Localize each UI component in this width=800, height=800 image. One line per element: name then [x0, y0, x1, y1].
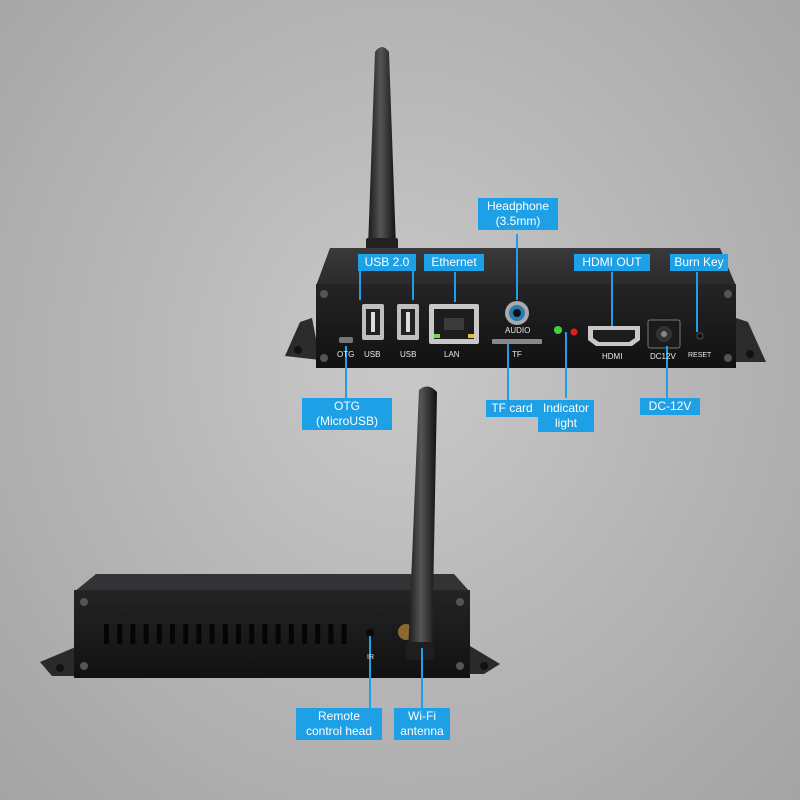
screw: [320, 290, 328, 298]
callout-remote-control-head: Remote control head: [296, 708, 382, 740]
vent-slot: [328, 624, 334, 644]
vent-slot: [170, 624, 175, 644]
vent-slot: [249, 624, 255, 644]
indicator-led-red: [570, 328, 578, 336]
callout-ethernet: Ethernet: [424, 254, 484, 271]
callout-leader-lines: [345, 234, 698, 708]
mount-flange-right: [730, 318, 766, 362]
vent-slot: [341, 624, 347, 644]
indicator-led-green: [554, 326, 562, 334]
port-label-hdmi: HDMI: [602, 352, 623, 361]
screw: [724, 290, 732, 298]
callout-headphone: Headphone (3.5mm): [478, 198, 558, 230]
vent-slot: [209, 624, 215, 644]
microusb-port: [339, 337, 353, 343]
reset-hole: [696, 332, 704, 340]
callout-usb20: USB 2.0: [358, 254, 416, 271]
vent-slot: [315, 624, 321, 644]
callout-otg: OTG (MicroUSB): [302, 398, 392, 430]
antenna-bottom-device: [408, 386, 437, 655]
port-label-audio: AUDIO: [505, 326, 531, 335]
vent-slot: [130, 624, 136, 644]
vent-slot: [262, 624, 268, 644]
screw: [724, 354, 732, 362]
ventilation-slots: [104, 624, 347, 644]
callout-dc12v: DC-12V: [640, 398, 700, 415]
callout-indicator-light: Indicator light: [538, 400, 594, 432]
vent-slot: [236, 624, 241, 644]
ir-receiver: [366, 629, 374, 637]
antenna-top-device: [368, 47, 396, 248]
port-label-otg: OTG: [337, 350, 355, 359]
vent-slot: [117, 624, 123, 644]
port-label-ir: IR: [367, 654, 374, 661]
callout-hdmi-out: HDMI OUT: [574, 254, 650, 271]
vent-slot: [288, 624, 294, 644]
port-label-usb-2: USB: [400, 350, 417, 359]
port-label-tf: TF: [512, 350, 522, 359]
callout-burn-key: Burn Key: [670, 254, 728, 271]
vent-slot: [183, 624, 189, 644]
port-label-usb-1: USB: [364, 350, 381, 359]
vent-slot: [275, 624, 281, 644]
vent-slot: [302, 624, 307, 644]
vent-slot: [143, 624, 149, 644]
port-label-reset: RESET: [688, 352, 712, 359]
callout-tf-card: TF card: [486, 400, 538, 417]
mount-flange-left: [285, 318, 320, 360]
vent-slot: [196, 624, 202, 644]
device-rear-view: [40, 386, 500, 678]
port-label-lan: LAN: [444, 350, 460, 359]
callout-wifi-antenna: Wi-Fi antenna: [394, 708, 450, 740]
tf-card-slot: [492, 339, 542, 344]
port-label-dc12v: DC12V: [650, 352, 676, 361]
screw: [320, 354, 328, 362]
vent-slot: [104, 624, 109, 644]
vent-slot: [156, 624, 162, 644]
vent-slot: [222, 624, 228, 644]
device-rear-top-surface: [74, 574, 470, 592]
